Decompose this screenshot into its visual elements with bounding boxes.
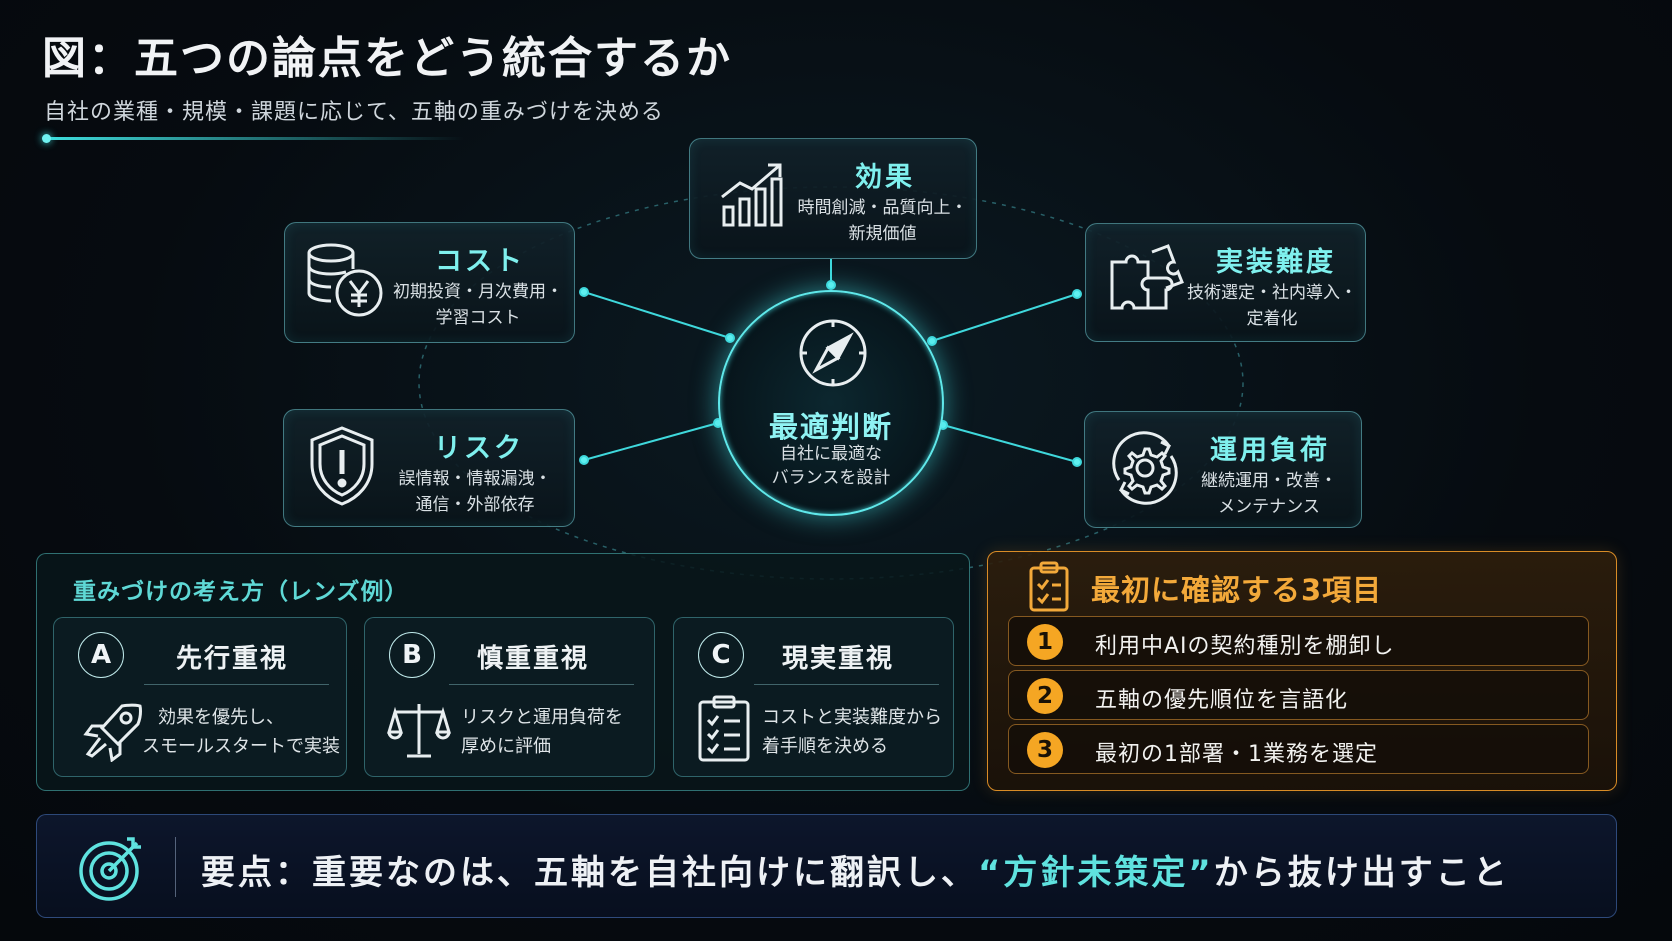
- lens-title: 現実重視: [782, 644, 895, 674]
- lens-divider: [449, 684, 634, 685]
- node-effect-title: 効果: [855, 162, 915, 193]
- node-effect-line2: 新規価値: [848, 224, 917, 244]
- hub-desc-line2: バランスを設計: [771, 468, 891, 488]
- lens-card-a: A 先行重視 効果を優先し、 スモールスタートで実装: [53, 617, 347, 777]
- lens-desc-line2: スモールスタートで実装: [142, 736, 340, 757]
- takeaway-divider: [175, 837, 176, 897]
- node-implementation-line1: 技術選定・社内導入・: [1187, 283, 1357, 303]
- coins-yen-icon: [305, 241, 385, 325]
- node-operations-line1: 継続運用・改善・: [1201, 471, 1337, 491]
- node-implementation-title: 実装難度: [1216, 247, 1336, 278]
- check-number-badge: 1: [1027, 624, 1063, 660]
- check-number-badge: 3: [1027, 732, 1063, 768]
- hub-title: 最適判断: [768, 410, 893, 444]
- node-operations-line2: メンテナンス: [1218, 497, 1320, 517]
- node-operations-title: 運用負荷: [1210, 435, 1330, 466]
- lens-letter: C: [698, 632, 744, 678]
- title-underline: [42, 134, 464, 143]
- takeaway-prefix: 要点：重要なのは、五軸を自社向けに翻訳し、: [201, 853, 978, 893]
- checklist-icon: [696, 694, 752, 766]
- lens-desc-line1: コストと実装難度から: [762, 707, 942, 728]
- lens-heading: 重みづけの考え方（レンズ例）: [73, 579, 409, 605]
- lens-title: 先行重視: [176, 644, 289, 674]
- check-item: 2 五軸の優先順位を言語化: [1008, 670, 1589, 720]
- lens-desc-line2: 着手順を決める: [762, 736, 888, 757]
- node-risk-title: リスク: [434, 433, 524, 464]
- lens-desc-line2: 厚めに評価: [461, 736, 551, 757]
- check-number-badge: 2: [1027, 678, 1063, 714]
- shield-alert-icon: [306, 424, 378, 512]
- node-risk: リスク 誤情報・情報漏洩・ 通信・外部依存: [283, 409, 575, 527]
- growth-chart-icon: [718, 157, 790, 233]
- lens-divider: [754, 684, 939, 685]
- check-item-text: 利用中AIの契約種別を棚卸し: [1095, 634, 1395, 659]
- lens-card-c: C 現実重視 コストと実装難度から 着手順を決める: [673, 617, 954, 777]
- lens-panel: 重みづけの考え方（レンズ例） A 先行重視 効果を優先し、 スモールスタートで実…: [36, 553, 970, 791]
- hub-desc-line1: 自社に最適な: [780, 444, 882, 464]
- node-risk-line2: 通信・外部依存: [415, 495, 535, 515]
- lens-divider: [144, 684, 329, 685]
- clipboard-check-icon: [1028, 560, 1070, 616]
- check-item-text: 五軸の優先順位を言語化: [1095, 688, 1349, 713]
- takeaway-text: 要点：重要なのは、五軸を自社向けに翻訳し、“方針未策定”から抜け出すこと: [201, 845, 1510, 894]
- page-subtitle: 自社の業種・規模・課題に応じて、五軸の重みづけを決める: [44, 100, 664, 125]
- check-item: 3 最初の1部署・1業務を選定: [1008, 724, 1589, 774]
- page-title: 図：五つの論点をどう統合するか: [42, 33, 732, 84]
- node-implementation: 実装難度 技術選定・社内導入・ 定着化: [1085, 223, 1366, 342]
- node-cost-line1: 初期投資・月次費用・: [393, 282, 563, 302]
- node-cost-line2: 学習コスト: [435, 308, 521, 328]
- node-risk-line1: 誤情報・情報漏洩・: [398, 469, 552, 489]
- takeaway-emphasis: “方針未策定”: [978, 853, 1214, 893]
- lens-title: 慎重重視: [477, 644, 590, 674]
- rocket-icon: [82, 698, 146, 766]
- node-effect-line1: 時間創減・品質向上・: [797, 198, 968, 218]
- node-cost-title: コスト: [435, 246, 525, 277]
- takeaway-suffix: から抜け出すこと: [1213, 853, 1510, 893]
- node-operations: 運用負荷 継続運用・改善・ メンテナンス: [1084, 411, 1362, 528]
- lens-desc-line1: 効果を優先し、: [158, 707, 284, 728]
- lens-letter: B: [389, 632, 435, 678]
- puzzle-icon: [1108, 242, 1186, 324]
- scales-icon: [386, 698, 452, 766]
- hub-optimal-decision: 最適判断 自社に最適な バランスを設計: [718, 290, 944, 516]
- node-cost: コスト 初期投資・月次費用・ 学習コスト: [284, 222, 575, 343]
- takeaway-banner: 要点：重要なのは、五軸を自社向けに翻訳し、“方針未策定”から抜け出すこと: [36, 814, 1617, 918]
- compass-icon: [796, 316, 870, 394]
- node-effect: 効果 時間創減・品質向上・ 新規価値: [689, 138, 977, 259]
- target-icon: [77, 833, 147, 907]
- first-checks-panel: 最初に確認する3項目 1 利用中AIの契約種別を棚卸し 2 五軸の優先順位を言語…: [987, 551, 1617, 791]
- lens-card-b: B 慎重重視 リスクと運用負荷を 厚めに評価: [364, 617, 655, 777]
- node-implementation-line2: 定着化: [1246, 309, 1298, 329]
- lens-desc-line1: リスクと運用負荷を: [461, 707, 623, 728]
- lens-letter: A: [78, 632, 124, 678]
- first-checks-heading: 最初に確認する3項目: [1091, 573, 1383, 607]
- check-item: 1 利用中AIの契約種別を棚卸し: [1008, 616, 1589, 666]
- check-item-text: 最初の1部署・1業務を選定: [1095, 742, 1378, 767]
- gear-cycle-icon: [1105, 428, 1185, 512]
